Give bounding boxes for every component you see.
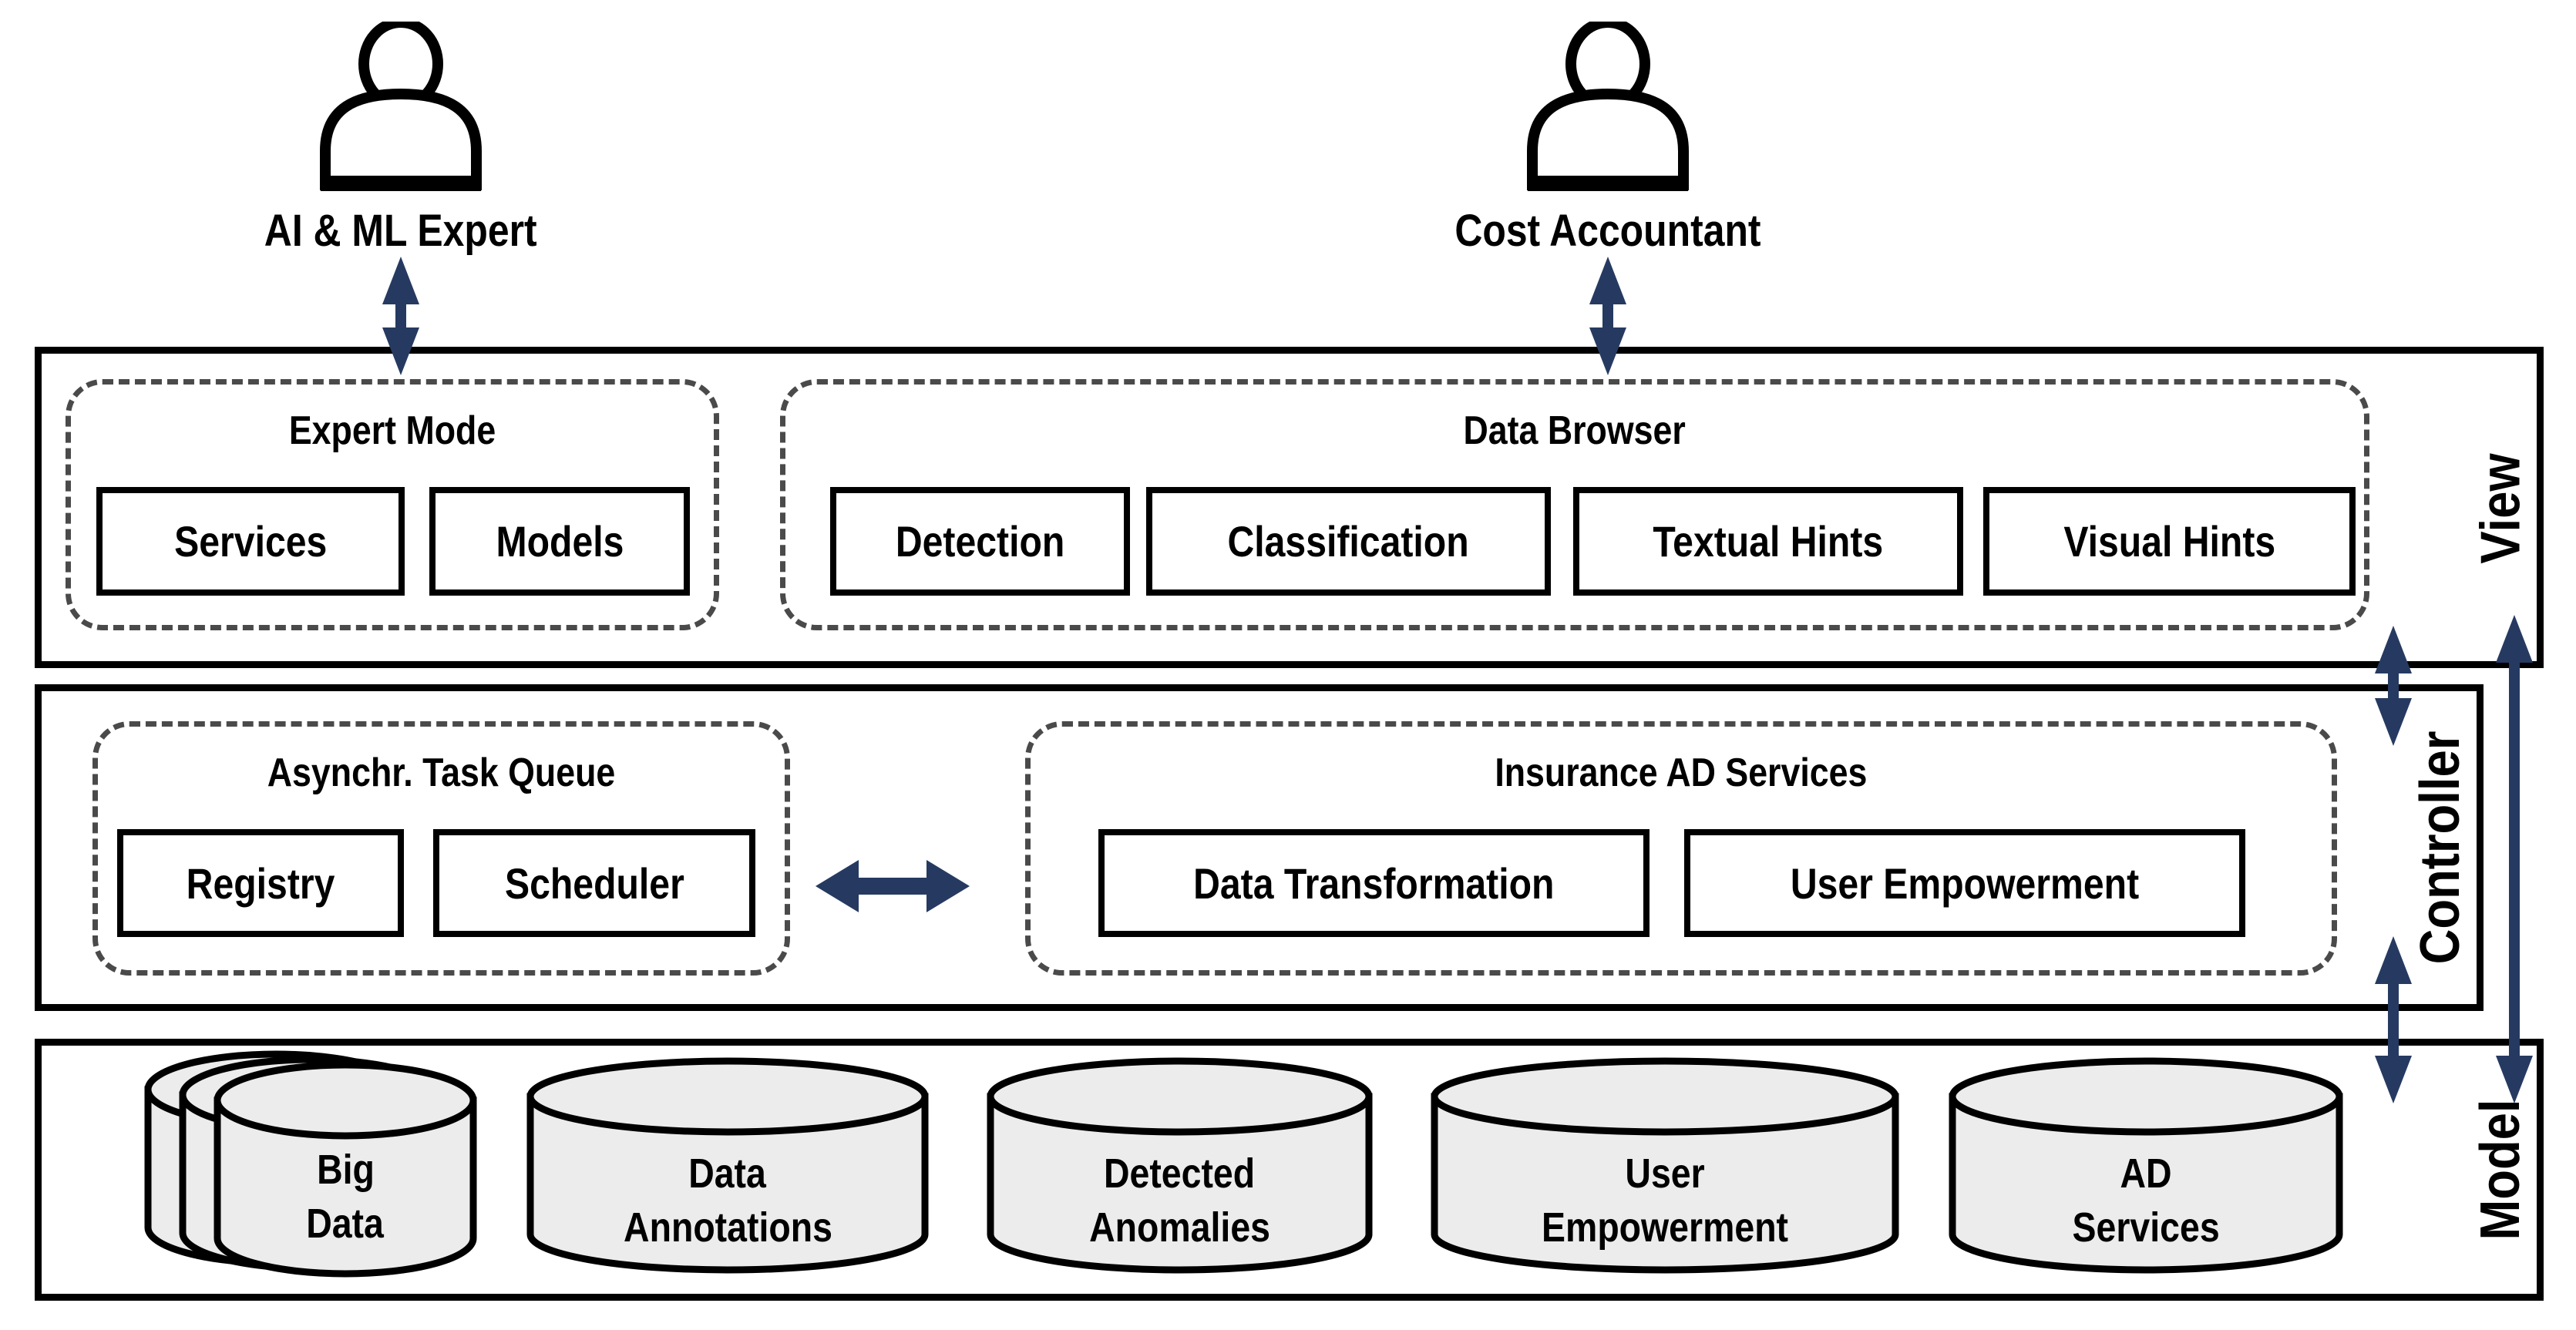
- models-box: Models: [429, 487, 690, 596]
- cylinder-icon: [526, 1057, 929, 1274]
- expert-mode-title: Expert Mode: [288, 408, 496, 453]
- expert-mode-group: Expert Mode: [66, 379, 719, 630]
- double-arrow-controller-model: [2375, 936, 2412, 1103]
- visual-hints-box: Visual Hints: [1983, 487, 2356, 596]
- user-empowerment-box: User Empowerment: [1684, 829, 2245, 937]
- model-layer-box: Big Data Data Annotations Detected A: [35, 1039, 2544, 1301]
- data-browser-group: Data Browser: [780, 379, 2369, 630]
- data-transformation-box: Data Transformation: [1098, 829, 1650, 937]
- view-layer-label: View: [2470, 453, 2531, 564]
- controller-layer-box: Asynchr. Task Queue Registry Scheduler I…: [35, 684, 2484, 1011]
- insurance-ad-services-title: Insurance AD Services: [1495, 751, 1868, 795]
- detected-anomalies-label: Detected Anomalies: [1089, 1150, 1270, 1251]
- database-cylinder-ad-services: AD Services: [1949, 1057, 2343, 1277]
- cylinder-icon: [987, 1057, 1373, 1274]
- person-icon-cost-accountant: [1527, 22, 1689, 191]
- task-queue-title: Asynchr. Task Queue: [267, 751, 616, 795]
- classification-box: Classification: [1146, 487, 1551, 596]
- user-empowerment-db-label: User Empowerment: [1541, 1150, 1788, 1251]
- task-queue-group: Asynchr. Task Queue: [92, 721, 790, 976]
- cylinder-icon: [1431, 1057, 1899, 1274]
- big-data-label: Big Data: [306, 1146, 385, 1247]
- data-annotations-label: Data Annotations: [623, 1150, 832, 1251]
- double-arrow-taskqueue-insurance: [816, 860, 970, 912]
- scheduler-box: Scheduler: [433, 829, 755, 937]
- database-cylinder-user-empowerment: User Empowerment: [1431, 1057, 1899, 1277]
- double-arrow-ai-expert-view: [382, 257, 419, 375]
- model-layer-label: Model: [2469, 1099, 2531, 1241]
- double-arrow-view-controller: [2375, 626, 2412, 746]
- actor-label-ai-ml-expert: AI & ML Expert: [264, 206, 537, 256]
- ad-services-label: AD Services: [2072, 1150, 2220, 1251]
- insurance-ad-services-group: Insurance AD Services: [1025, 721, 2337, 976]
- actor-label-cost-accountant: Cost Accountant: [1454, 206, 1761, 256]
- stacked-cylinder-icon: [144, 1050, 477, 1278]
- registry-box: Registry: [117, 829, 404, 937]
- double-arrow-view-model: [2496, 615, 2533, 1103]
- database-cylinder-detected-anomalies: Detected Anomalies: [987, 1057, 1373, 1277]
- person-icon-ai-ml-expert: [320, 22, 482, 191]
- services-box: Services: [96, 487, 405, 596]
- double-arrow-cost-accountant-view: [1589, 257, 1626, 375]
- data-browser-title: Data Browser: [1463, 408, 1687, 453]
- textual-hints-box: Textual Hints: [1573, 487, 1963, 596]
- database-cylinder-big-data: Big Data: [144, 1050, 477, 1278]
- cylinder-icon: [1949, 1057, 2343, 1274]
- detection-box: Detection: [830, 487, 1130, 596]
- view-layer-box: Expert Mode Services Models Data Browser…: [35, 347, 2544, 668]
- database-cylinder-data-annotations: Data Annotations: [526, 1057, 929, 1277]
